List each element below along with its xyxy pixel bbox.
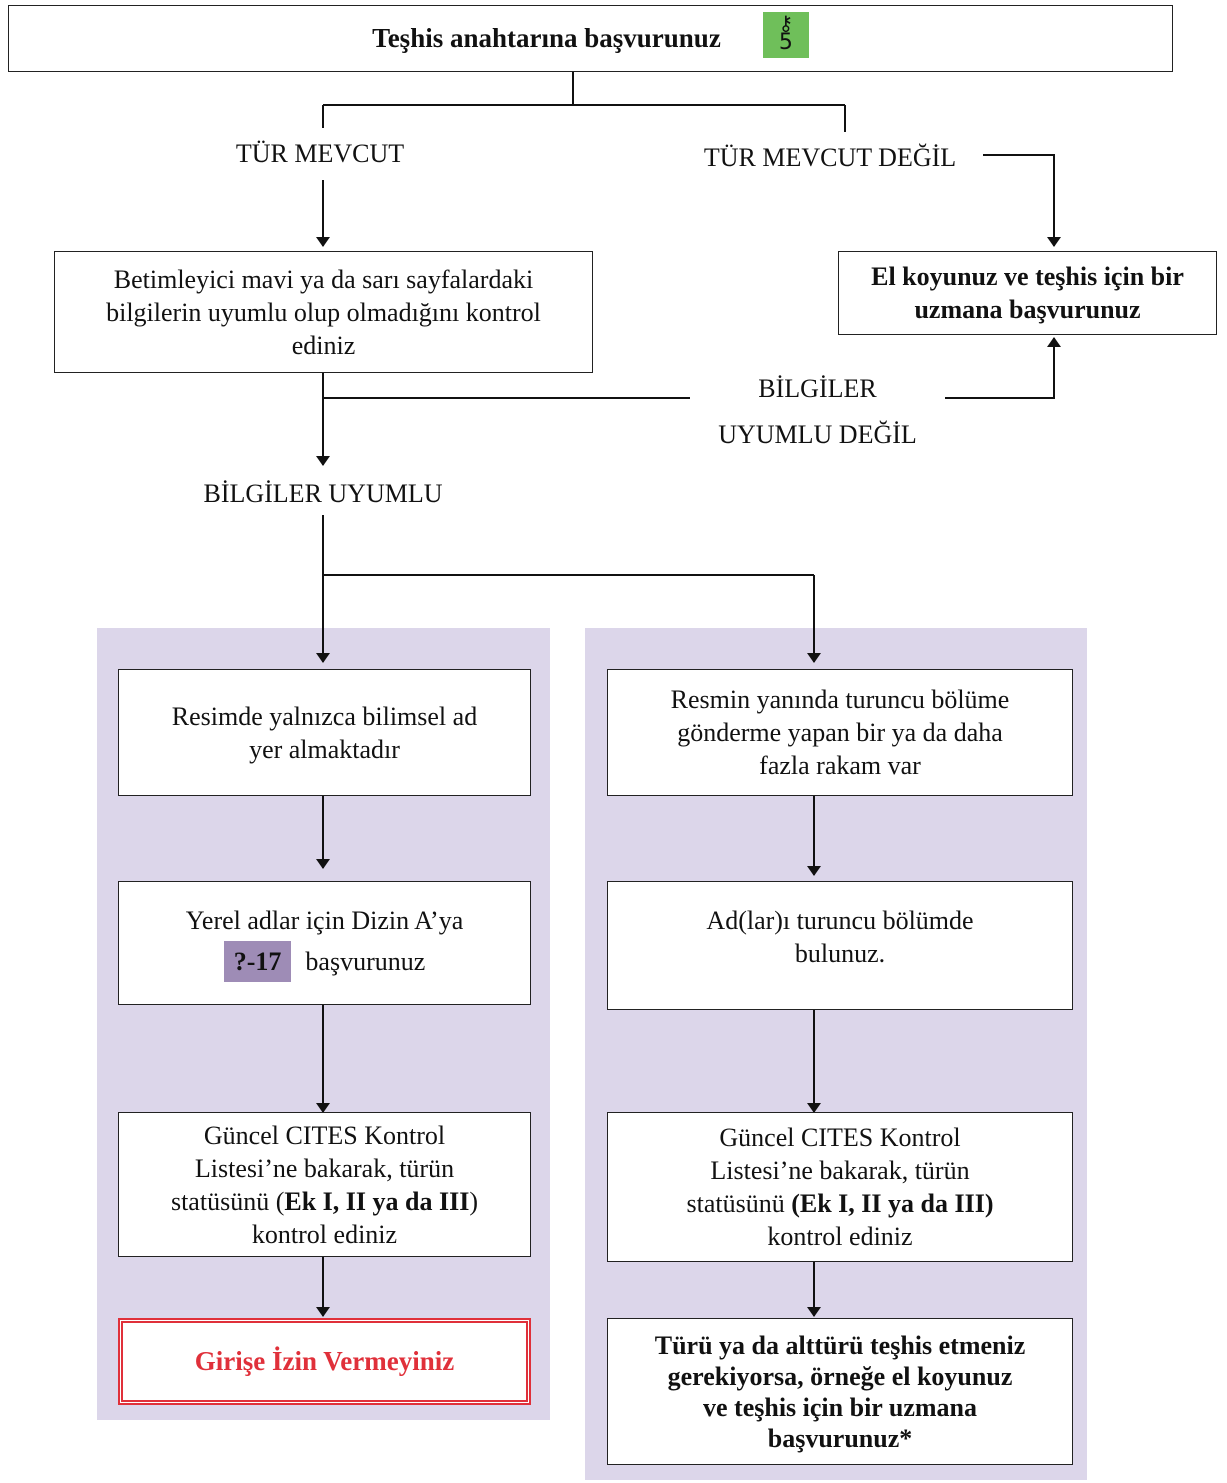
right-final-line4: başvurunuz* — [767, 1423, 913, 1453]
left-step-3-line4: kontrol ediniz — [251, 1219, 398, 1249]
left-step-3-line3: statüsünü (Ek I, II ya da III) — [171, 1185, 478, 1218]
check-pages-box: Betimleyici mavi ya da sarı sayfalardaki… — [54, 251, 593, 373]
right-step-2: Ad(lar)ı turuncu bölümde bulunuz. — [607, 881, 1073, 1010]
lower-split-line — [322, 515, 814, 576]
right-step-3-line1: Güncel CITES Kontrol — [719, 1123, 961, 1152]
left-step-2-suffix: başvurunuz — [305, 947, 426, 976]
left-step-2-text: Yerel adlar için Dizin A’ya — [185, 906, 464, 935]
label-info-mismatch-line2: UYUMLU DEĞİL — [718, 420, 917, 449]
right-step-1-line1: Resmin yanında turuncu bölüme — [670, 685, 1010, 714]
left-step-2-row: ?-17 başvurunuz — [223, 941, 426, 982]
key-number: 5 — [778, 29, 793, 55]
header-title: Teşhis anahtarına başvurunuz — [372, 23, 721, 53]
left-step-3-post: ) — [469, 1186, 479, 1216]
right-step-1: Resmin yanında turuncu bölüme gönderme y… — [607, 669, 1073, 796]
seize-expert-line1: El koyunuz ve teşhis için bir — [871, 262, 1184, 291]
right-final-line1: Türü ya da alttürü teşhis etmeniz — [654, 1330, 1026, 1360]
right-step-3-line3: statüsünü (Ek I, II ya da III) — [686, 1187, 993, 1220]
arrow-mismatch — [945, 337, 1061, 399]
deny-entry-box: Girişe İzin Vermeyiniz — [118, 1318, 531, 1405]
index-tag: ?-17 — [223, 941, 292, 982]
label-species-present: TÜR MEVCUT — [235, 139, 405, 168]
left-step-3: Güncel CITES Kontrol Listesi’ne bakarak,… — [118, 1112, 531, 1257]
right-step-3-line4: kontrol ediniz — [767, 1222, 913, 1251]
deny-entry-text: Girişe İzin Vermeyiniz — [194, 1346, 455, 1376]
right-step-3: Güncel CITES Kontrol Listesi’ne bakarak,… — [607, 1112, 1073, 1262]
header-box: Teşhis anahtarına başvurunuz ⚷ 5 — [8, 5, 1173, 72]
left-step-3-bold: Ek I, II ya da III — [284, 1186, 470, 1216]
left-step-3-line1: Güncel CITES Kontrol — [203, 1120, 446, 1150]
right-final-box: Türü ya da alttürü teşhis etmeniz gereki… — [607, 1318, 1073, 1465]
left-step-1: Resimde yalnızca bilimsel ad yer almakta… — [118, 669, 531, 796]
right-final-line3: ve teşhis için bir uzmana — [703, 1392, 977, 1422]
right-step-1-line2: gönderme yapan bir ya da daha — [677, 718, 1003, 747]
right-step-2-line1: Ad(lar)ı turuncu bölümde — [706, 906, 974, 935]
right-step-3-pre: statüsünü — [686, 1189, 792, 1218]
seize-expert-box: El koyunuz ve teşhis için bir uzmana baş… — [838, 251, 1217, 335]
right-step-3-bold: (Ek I, II ya da III) — [791, 1189, 994, 1218]
left-step-3-line2: Listesi’ne bakarak, türün — [194, 1153, 455, 1183]
left-step-3-pre: statüsünü ( — [170, 1186, 285, 1216]
top-split-line — [322, 72, 846, 132]
label-species-absent: TÜR MEVCUT DEĞİL — [703, 143, 957, 172]
key-icon: ⚷ — [778, 10, 794, 35]
right-final-line2: gerekiyorsa, örneğe el koyunuz — [667, 1361, 1013, 1391]
right-step-2-line2: bulunuz. — [794, 939, 886, 968]
label-info-mismatch: BİLGİLER UYUMLU DEĞİL — [690, 372, 945, 451]
right-step-1-line3: fazla rakam var — [759, 751, 921, 780]
label-info-match: BİLGİLER UYUMLU — [203, 479, 443, 508]
left-step-2: Yerel adlar için Dizin A’ya ?-17 başvurun… — [118, 881, 531, 1005]
label-info-mismatch-line1: BİLGİLER — [758, 374, 877, 403]
key-badge: ⚷ 5 — [762, 10, 809, 58]
right-step-3-line2: Listesi’ne bakarak, türün — [710, 1156, 970, 1185]
seize-expert-line2: uzmana başvurunuz — [914, 295, 1141, 324]
arrow-species-absent — [983, 154, 1061, 247]
